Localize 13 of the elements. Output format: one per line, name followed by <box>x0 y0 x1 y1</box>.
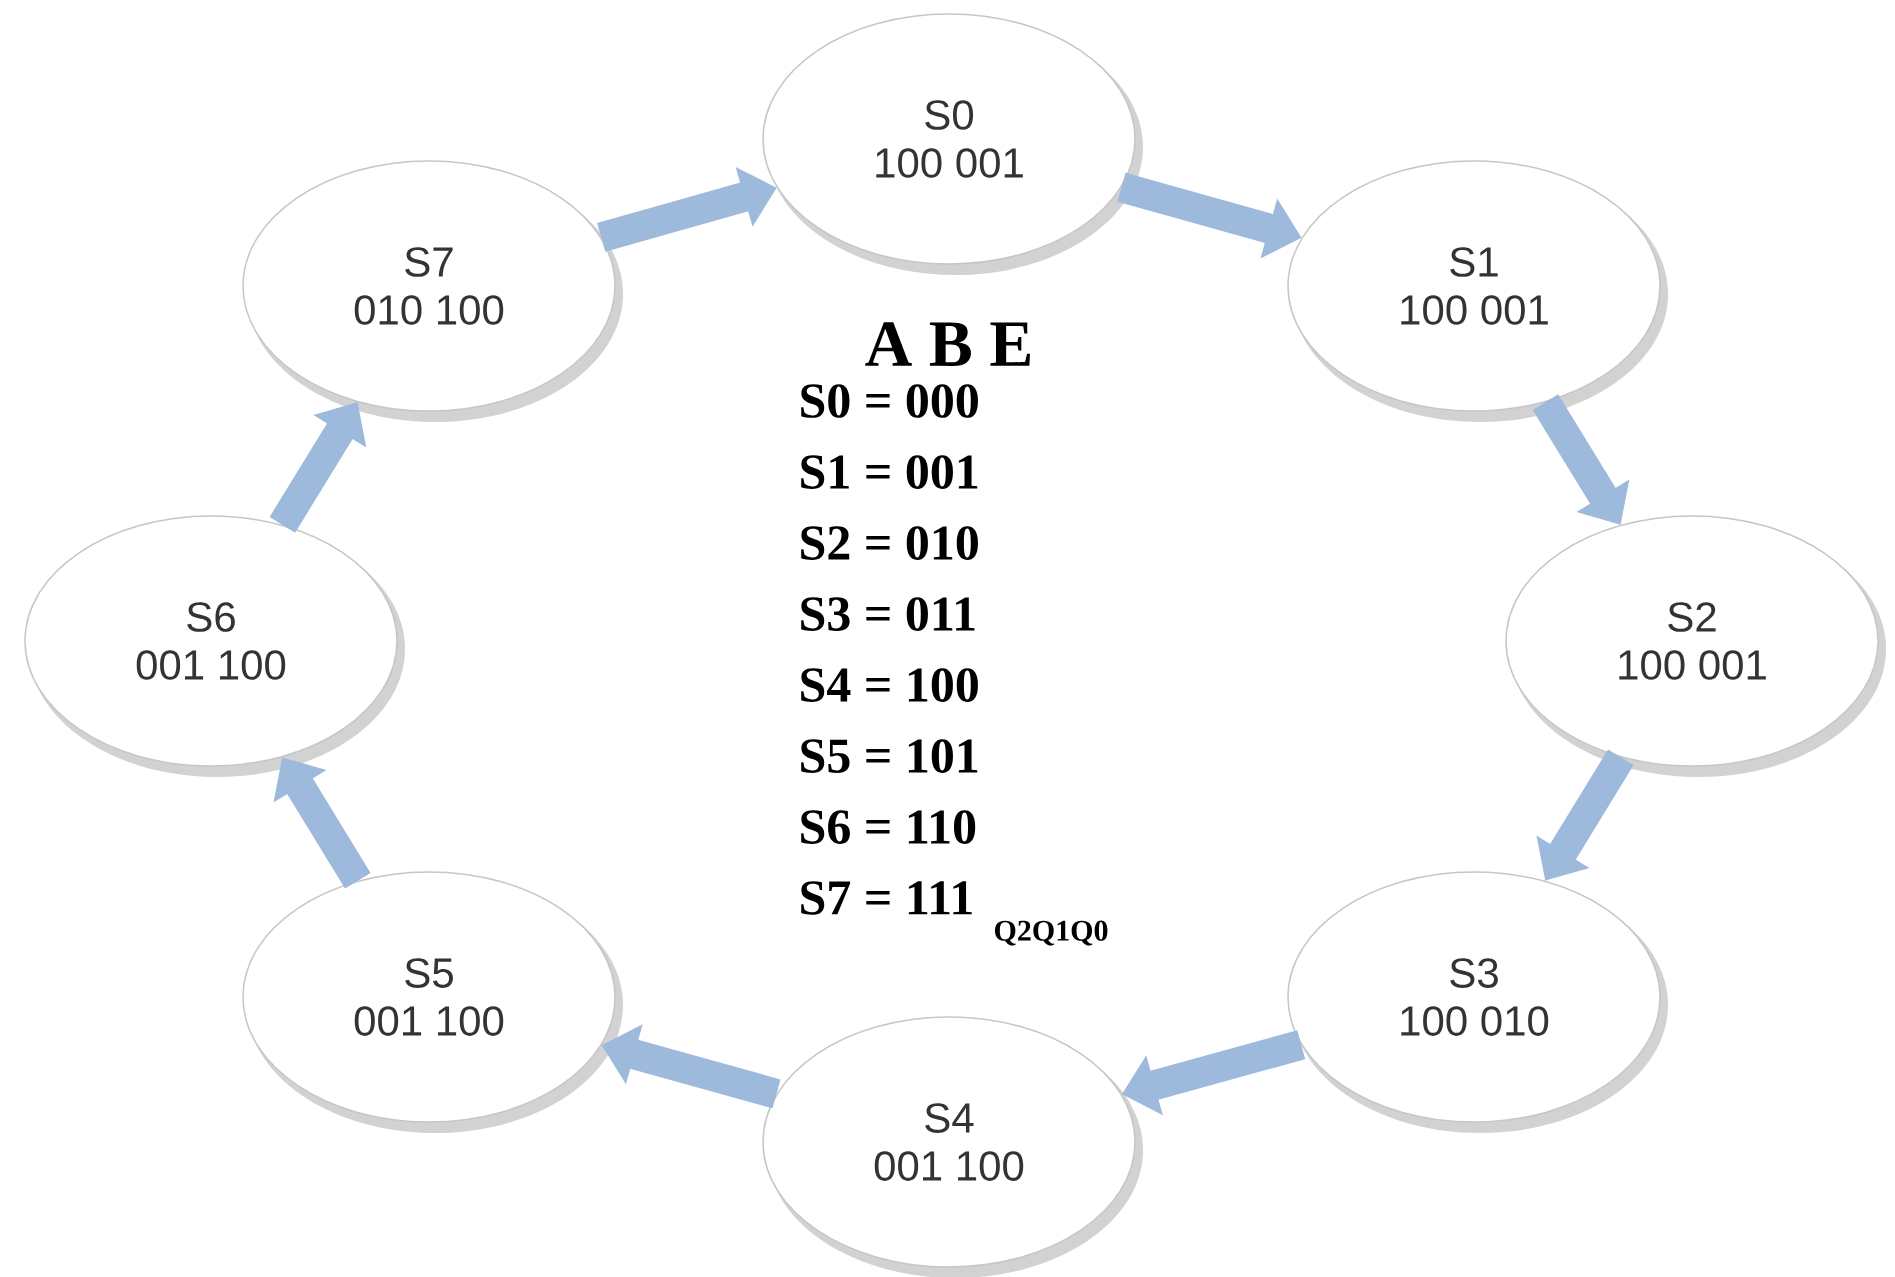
state-code: S3 = 011 <box>801 597 975 631</box>
node-label: S2 <box>1668 602 1716 632</box>
node-label: 100 001 <box>1619 650 1766 680</box>
state-code: S1 = 001 <box>801 455 978 489</box>
node-label: 001 100 <box>874 1151 1024 1181</box>
state-code: S2 = 010 <box>801 526 978 560</box>
bit-order-note: Q2Q1Q0 <box>994 920 1108 946</box>
state-code: S0 = 000 <box>801 384 978 418</box>
state-code: S7 = 111 <box>801 881 972 915</box>
state-code: S6 = 110 <box>801 810 976 844</box>
node-label: S4 <box>925 1103 974 1133</box>
state-code: S5 = 101 <box>801 739 978 773</box>
state-code: S4 = 100 <box>801 668 978 702</box>
